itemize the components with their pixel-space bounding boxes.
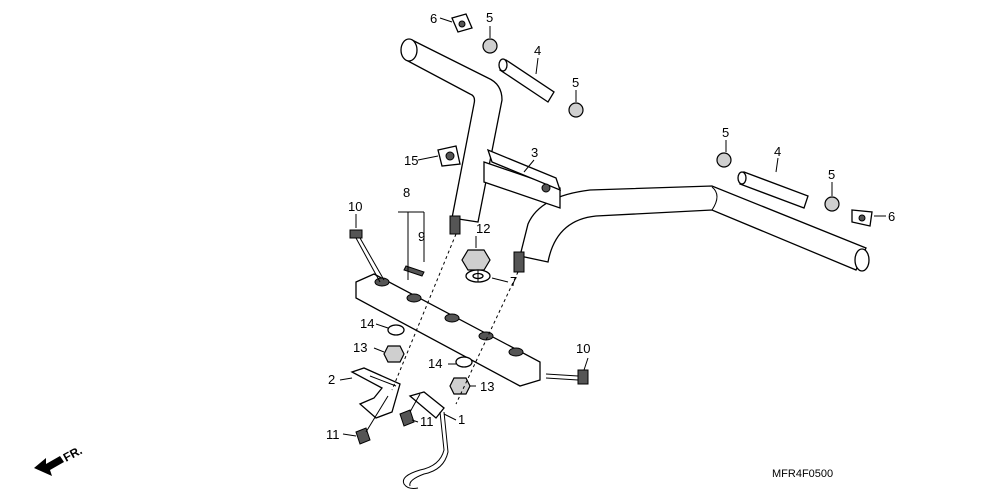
callout-10: 10	[576, 341, 590, 356]
front-direction-arrow-icon	[34, 456, 64, 476]
callout-12: 12	[476, 221, 490, 236]
nut-12	[461, 249, 491, 271]
direction-label: FR.	[61, 443, 85, 464]
callout-5: 5	[572, 75, 579, 90]
nut-5b	[568, 102, 584, 118]
callout-5: 5	[722, 125, 729, 140]
callout-4: 4	[534, 43, 541, 58]
callout-2: 2	[328, 372, 335, 387]
part-4-left	[498, 58, 555, 103]
upper-holder-bridge	[355, 273, 541, 387]
nut-5c	[716, 152, 732, 168]
nut-5d	[824, 196, 840, 212]
callout-4: 4	[774, 144, 781, 159]
callout-13: 13	[353, 340, 367, 355]
callout-11: 11	[420, 414, 434, 429]
callout-9: 9	[418, 229, 425, 244]
washer-14a	[387, 324, 405, 336]
clip-6b	[851, 209, 873, 227]
callout-10: 10	[348, 199, 362, 214]
callout-1: 1	[458, 412, 465, 427]
callout-14: 14	[428, 356, 442, 371]
clip-6a	[451, 13, 473, 33]
pin-9	[403, 265, 425, 277]
part-4-right	[737, 171, 809, 209]
callout-5: 5	[486, 10, 493, 25]
callout-6: 6	[888, 209, 895, 224]
callout-14: 14	[360, 316, 374, 331]
nut-13b	[449, 377, 471, 395]
callout-11: 11	[326, 427, 340, 442]
part-3-brace	[483, 148, 562, 209]
bolt-11-right	[399, 393, 421, 427]
callout-3: 3	[531, 145, 538, 160]
callout-5: 5	[828, 167, 835, 182]
nut-5a	[482, 38, 498, 54]
bolt-11-left	[355, 395, 389, 445]
bracket-1	[402, 391, 449, 489]
bolt-10-right	[545, 369, 589, 385]
bracket-2	[350, 367, 401, 419]
handlebar	[400, 38, 870, 273]
callout-7: 7	[510, 274, 517, 289]
callout-15: 15	[404, 153, 418, 168]
diagram-code: MFR4F0500	[772, 468, 833, 480]
clip-15	[437, 145, 461, 167]
bolt-10-left	[349, 229, 385, 283]
washer-14b	[455, 356, 473, 368]
callout-8: 8	[403, 185, 410, 200]
callout-13: 13	[480, 379, 494, 394]
callout-6: 6	[430, 11, 437, 26]
nut-13a	[383, 345, 405, 363]
